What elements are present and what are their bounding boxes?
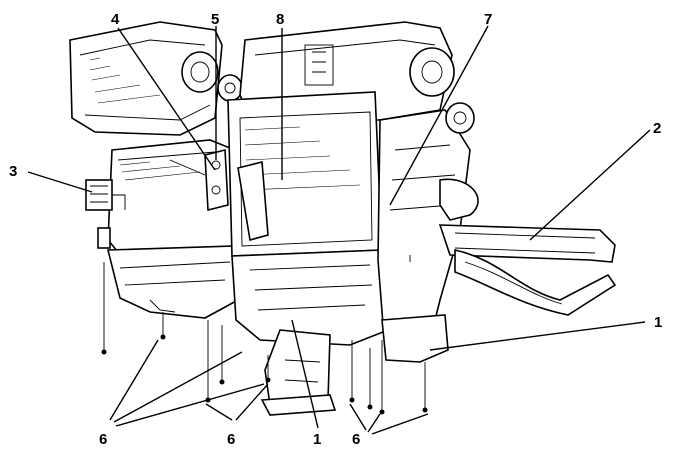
callout-3: 3 — [9, 163, 17, 180]
fasteners — [101, 255, 428, 415]
callout-7: 7 — [484, 11, 492, 28]
callout-2: 2 — [653, 120, 661, 137]
callout-6-left: 6 — [99, 431, 107, 448]
drain-duct — [260, 394, 337, 416]
heater-pipes — [438, 178, 617, 316]
callout-1-right: 1 — [654, 314, 662, 331]
upper-left-housing — [69, 21, 243, 136]
mode-actuator — [85, 179, 126, 249]
callout-5: 5 — [211, 11, 219, 28]
callout-6-right: 6 — [352, 431, 360, 448]
callout-6-middle: 6 — [227, 431, 235, 448]
callout-4: 4 — [111, 11, 120, 28]
leader-lines — [27, 25, 651, 435]
evaporator-housing — [377, 47, 475, 363]
callout-1-bottom: 1 — [313, 431, 321, 448]
callout-8: 8 — [276, 11, 284, 28]
callout-labels: 1 1 2 3 4 5 6 6 6 7 8 — [9, 11, 662, 448]
